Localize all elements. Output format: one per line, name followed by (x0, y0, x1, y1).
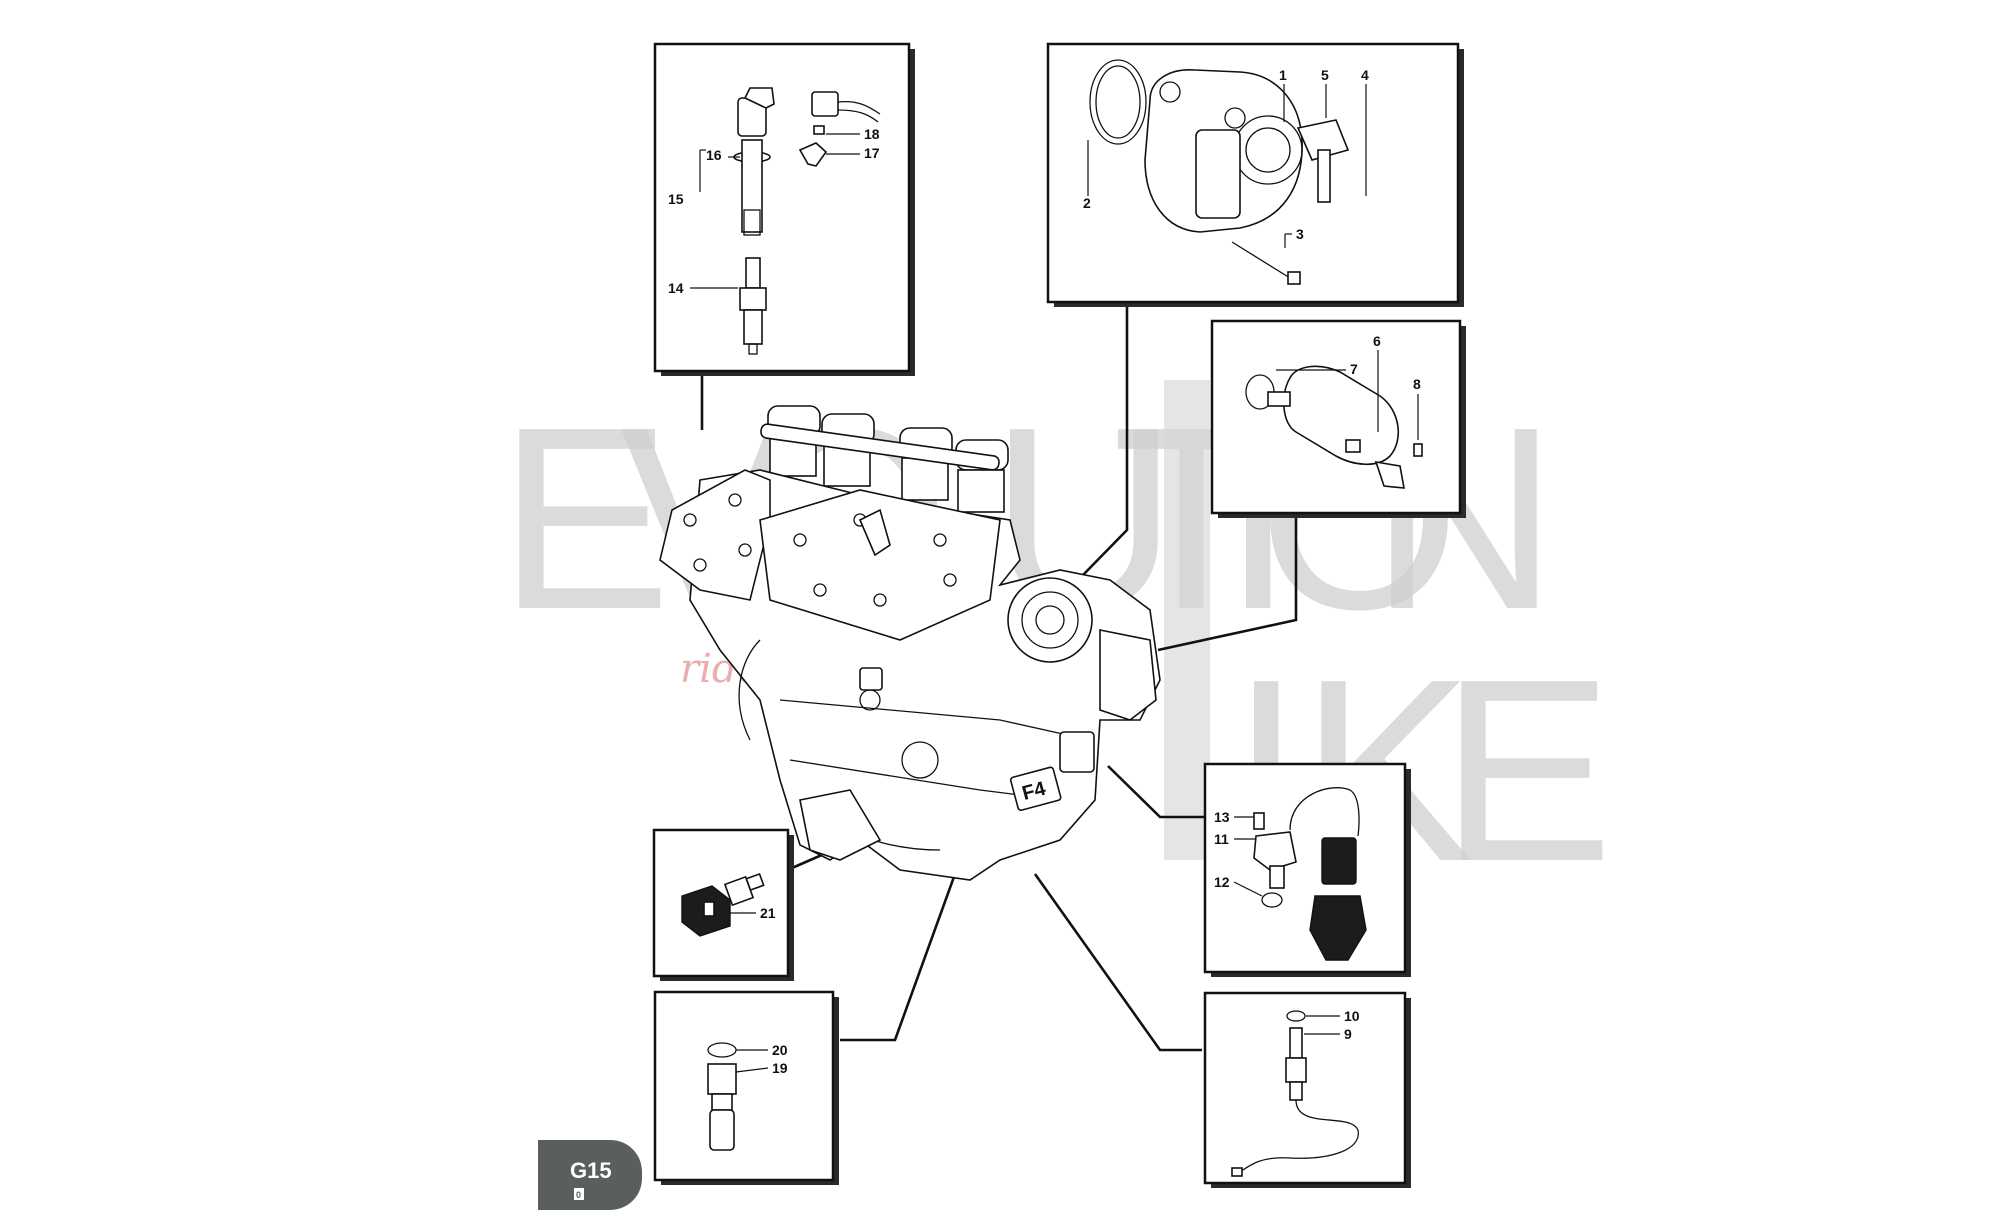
engine-alternator (1007, 577, 1093, 663)
starter-motor (1282, 365, 1399, 466)
cylinder-head-front (659, 469, 771, 601)
watermark-letter: E (498, 374, 671, 664)
panel-ignition-coil: 16 15 14 18 17 (653, 42, 915, 376)
spark-plug (745, 257, 761, 289)
callout-13: 13 (1214, 809, 1230, 825)
callout-6: 6 (1373, 333, 1381, 349)
panel-alternator: 1 5 4 2 3 (1046, 42, 1464, 307)
callout-1: 1 (1279, 67, 1287, 83)
page-code-badge: G15 0 (538, 1140, 642, 1210)
head-bolts (683, 493, 957, 607)
callout-10: 10 (1344, 1008, 1360, 1024)
alternator-bracket (1296, 119, 1350, 161)
engine-badge: F4 (1009, 766, 1062, 812)
callout-16: 16 (706, 147, 722, 163)
page-code-label: G15 (570, 1158, 612, 1183)
callout-20: 20 (772, 1042, 788, 1058)
sensor-washer (1286, 1010, 1306, 1022)
callout-11: 11 (1214, 831, 1229, 847)
page-code-background (538, 1140, 642, 1210)
callout-4: 4 (1361, 67, 1369, 83)
callout-7: 7 (1350, 361, 1358, 377)
page-code-sub-label: 0 (576, 1190, 581, 1200)
sensor-screw (1253, 812, 1265, 830)
callout-2: 2 (1083, 195, 1091, 211)
watermark-letter: E (1440, 626, 1613, 916)
oil-pressure-switch (707, 1063, 737, 1095)
callout-12: 12 (1214, 874, 1230, 890)
callout-19: 19 (772, 1060, 788, 1076)
sensor-connector (1321, 837, 1357, 885)
callout-8: 8 (1413, 376, 1421, 392)
panel-pickup-sensor: 13 11 12 (1203, 762, 1411, 977)
callout-3: 3 (1296, 226, 1304, 242)
callout-17: 17 (864, 145, 880, 161)
callout-15: 15 (668, 191, 684, 207)
page-code-sub-box (574, 1188, 584, 1200)
o-ring (1089, 59, 1147, 145)
panel-oil-pressure-switch: 20 19 (653, 990, 839, 1185)
engine-assembly: F4 (659, 405, 1161, 881)
coil-connector (811, 91, 839, 117)
callout-21: 21 (760, 905, 776, 921)
callout-9: 9 (1344, 1026, 1352, 1042)
callout-14: 14 (668, 280, 684, 296)
lambda-sensor (1289, 1027, 1303, 1059)
engine-starter (1099, 629, 1157, 721)
callout-18: 18 (864, 126, 880, 142)
intake-throttle-bodies (760, 405, 1009, 513)
panel-lambda-sensor: 10 9 (1203, 991, 1411, 1188)
cylinder-head-rear (759, 489, 1001, 641)
sensor-o-ring (1261, 892, 1283, 908)
watermark-b-stem (1164, 380, 1210, 860)
callout-5: 5 (1321, 67, 1329, 83)
panel-temperature-sensor: 21 (652, 828, 794, 981)
panel-starter-motor: 6 7 8 (1210, 319, 1466, 518)
